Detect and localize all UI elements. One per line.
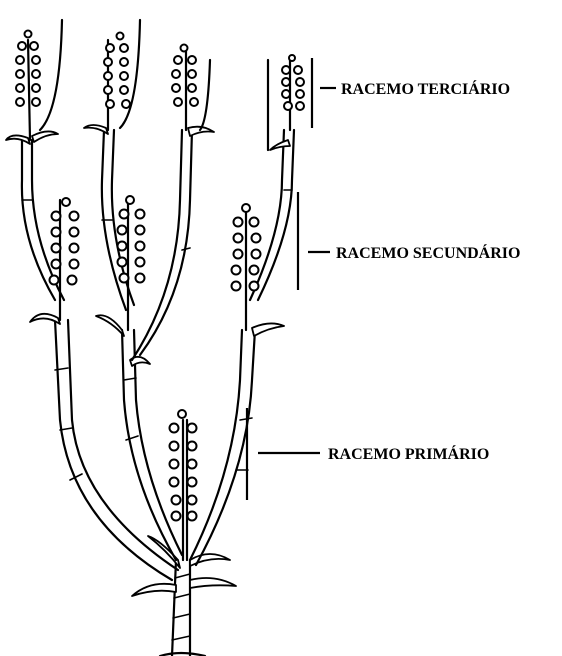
raceme-secondary-1	[50, 198, 79, 285]
raceme-tertiary-4	[282, 55, 304, 110]
label-racemo-terciario: RACEMO TERCIÁRIO	[341, 79, 510, 98]
primary-axis	[183, 420, 187, 560]
tertiary-branches	[22, 130, 294, 360]
bracket-tertiary	[312, 58, 336, 128]
secondary-axes	[60, 200, 246, 330]
bracket-primary	[247, 408, 320, 500]
branch-right	[190, 330, 255, 565]
label-racemo-secundario: RACEMO SECUNDÁRIO	[336, 243, 520, 262]
label-racemo-primario: RACEMO PRIMÁRIO	[328, 444, 489, 463]
bracket-secondary	[298, 192, 330, 290]
branch-left	[55, 320, 178, 580]
raceme-secondary-2	[118, 196, 145, 283]
base-stalk	[160, 560, 205, 656]
tertiary-axes	[6, 20, 290, 150]
